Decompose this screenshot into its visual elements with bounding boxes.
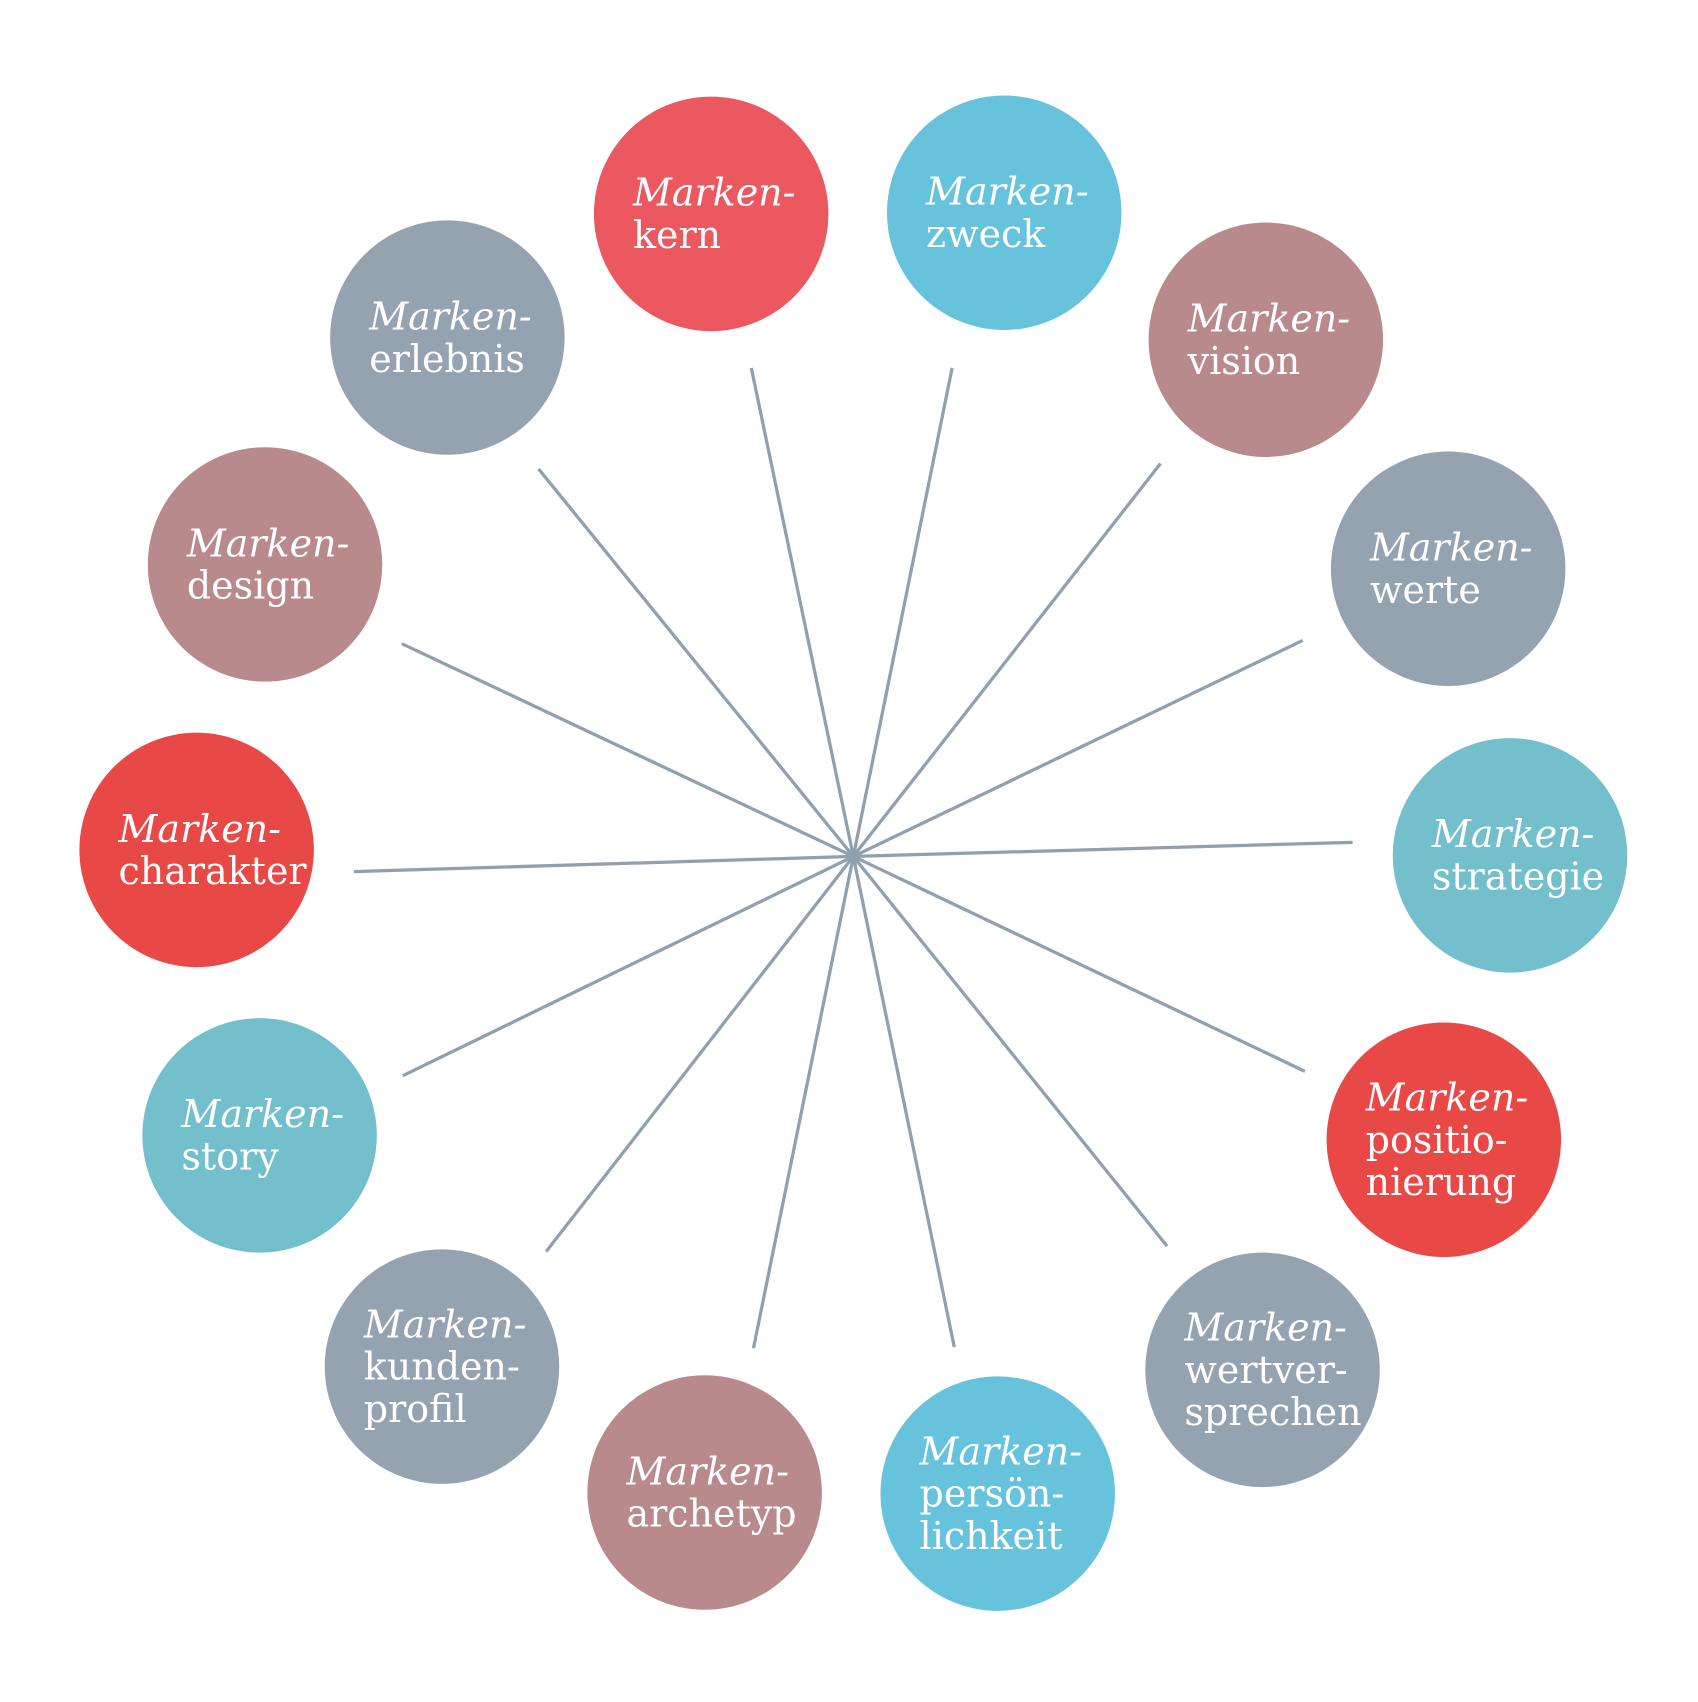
node-circle bbox=[1326, 1022, 1562, 1257]
node-label-line: story bbox=[181, 1135, 279, 1179]
node-circle bbox=[593, 96, 829, 332]
node-circle bbox=[147, 447, 383, 682]
node-circle bbox=[1148, 222, 1384, 457]
node-marken-design: Marken-design bbox=[147, 447, 383, 682]
node-label-line: strategie bbox=[1432, 855, 1604, 899]
node-label-line: nierung bbox=[1366, 1160, 1517, 1204]
node-label-prefix: Marken- bbox=[625, 1449, 789, 1493]
node-circle bbox=[886, 95, 1122, 330]
spoke-line bbox=[852, 462, 1162, 858]
spokes bbox=[353, 367, 1353, 1349]
spoke-line bbox=[852, 638, 1304, 858]
node-label-line: kunden- bbox=[364, 1345, 520, 1389]
node-marken-kern: Marken-kern bbox=[593, 96, 829, 332]
node-circle bbox=[79, 732, 314, 968]
node-circle bbox=[142, 1018, 377, 1253]
node-circle bbox=[587, 1375, 822, 1610]
node-marken-persönlichkeit: Marken-persön-lichkeit bbox=[880, 1376, 1115, 1611]
spoke-line bbox=[544, 855, 855, 1253]
node-label-prefix: Marken- bbox=[368, 294, 532, 338]
node-marken-zweck: Marken-zweck bbox=[886, 95, 1122, 330]
spoke-line bbox=[537, 467, 855, 858]
spoke-line bbox=[852, 855, 1169, 1248]
spoke-line bbox=[749, 367, 855, 857]
node-marken-strategie: Marken-strategie bbox=[1392, 738, 1628, 973]
node-label-line: werte bbox=[1370, 568, 1481, 612]
node-label-prefix: Marken- bbox=[180, 1092, 344, 1136]
node-circle bbox=[1145, 1252, 1380, 1488]
node-marken-vision: Marken-vision bbox=[1148, 222, 1384, 457]
node-label-line: positio- bbox=[1366, 1118, 1508, 1162]
node-label-line: vision bbox=[1187, 339, 1301, 383]
node-circle bbox=[880, 1376, 1115, 1611]
node-label-line: charakter bbox=[118, 849, 307, 893]
node-label-line: archetyp bbox=[626, 1492, 796, 1536]
node-label-prefix: Marken- bbox=[925, 170, 1089, 214]
spoke-line bbox=[402, 854, 855, 1078]
node-label-line: persön- bbox=[920, 1472, 1065, 1516]
node-circle bbox=[324, 1249, 560, 1484]
node-label-line: design bbox=[187, 564, 314, 608]
node-circle bbox=[1392, 738, 1628, 973]
node-circle bbox=[330, 220, 565, 455]
node-marken-kundenprofil: Marken-kunden-profil bbox=[324, 1249, 560, 1484]
node-label-prefix: Marken- bbox=[1365, 1075, 1528, 1119]
node-label-prefix: Marken- bbox=[1187, 297, 1350, 341]
node-marken-erlebnis: Marken-erlebnis bbox=[330, 220, 565, 455]
node-marken-wertversprechen: Marken-wertver-sprechen bbox=[1145, 1252, 1380, 1488]
node-marken-charakter: Marken-charakter bbox=[79, 732, 314, 968]
nodes: Marken-kernMarken-zweckMarken-visionMark… bbox=[79, 95, 1628, 1611]
node-label-prefix: Marken- bbox=[632, 171, 796, 215]
spoke-line bbox=[852, 854, 1306, 1073]
spoke-line bbox=[851, 367, 954, 857]
spoke-line bbox=[751, 856, 855, 1349]
node-circle bbox=[1330, 451, 1566, 687]
node-marken-archetyp: Marken-archetyp bbox=[587, 1375, 822, 1610]
node-label-line: lichkeit bbox=[920, 1514, 1063, 1558]
node-label-prefix: Marken- bbox=[919, 1429, 1083, 1473]
node-label-prefix: Marken- bbox=[1369, 526, 1533, 570]
node-label-line: profil bbox=[364, 1387, 467, 1431]
node-marken-positionierung: Marken-positio-nierung bbox=[1326, 1022, 1562, 1257]
node-label-line: wertver- bbox=[1184, 1348, 1347, 1392]
node-label-line: zweck bbox=[926, 212, 1046, 256]
spoke-line bbox=[401, 642, 855, 858]
spoke-line bbox=[851, 856, 956, 1348]
node-label-prefix: Marken- bbox=[186, 521, 349, 565]
node-label-prefix: Marken- bbox=[117, 807, 281, 851]
node-label-prefix: Marken- bbox=[1431, 812, 1594, 856]
node-label-line: sprechen bbox=[1184, 1390, 1361, 1434]
spoke-line bbox=[853, 840, 1353, 859]
node-label-prefix: Marken- bbox=[1183, 1306, 1347, 1350]
node-label-line: erlebnis bbox=[369, 337, 525, 381]
node-marken-werte: Marken-werte bbox=[1330, 451, 1566, 687]
node-label-prefix: Marken- bbox=[363, 1302, 527, 1346]
node-label-line: kern bbox=[633, 213, 721, 257]
node-marken-story: Marken-story bbox=[142, 1018, 377, 1253]
spoke-line bbox=[353, 854, 854, 874]
